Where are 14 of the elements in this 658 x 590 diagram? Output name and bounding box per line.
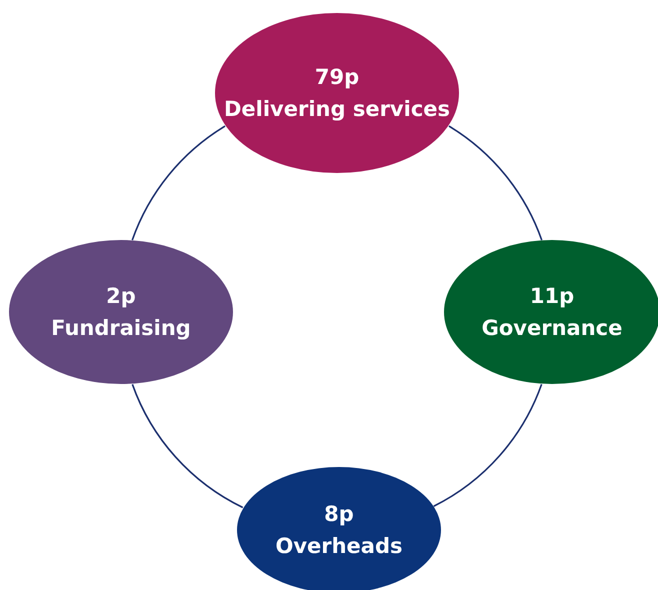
category-label: Delivering services [224,96,450,123]
category-label: Fundraising [51,315,191,342]
amount-text: 79p [314,64,360,91]
category-ellipse [215,13,459,173]
connector-arc [132,125,226,240]
category-label: Governance [482,315,622,342]
connector-arc [132,384,244,508]
amount-text: 11p [530,283,574,310]
amount-text: 2p [106,283,136,310]
category-label: Overheads [275,533,403,560]
category-ellipse [9,240,233,384]
connector-arc [433,384,542,507]
amount-text: 8p [324,501,354,528]
connector-arc [448,125,542,240]
